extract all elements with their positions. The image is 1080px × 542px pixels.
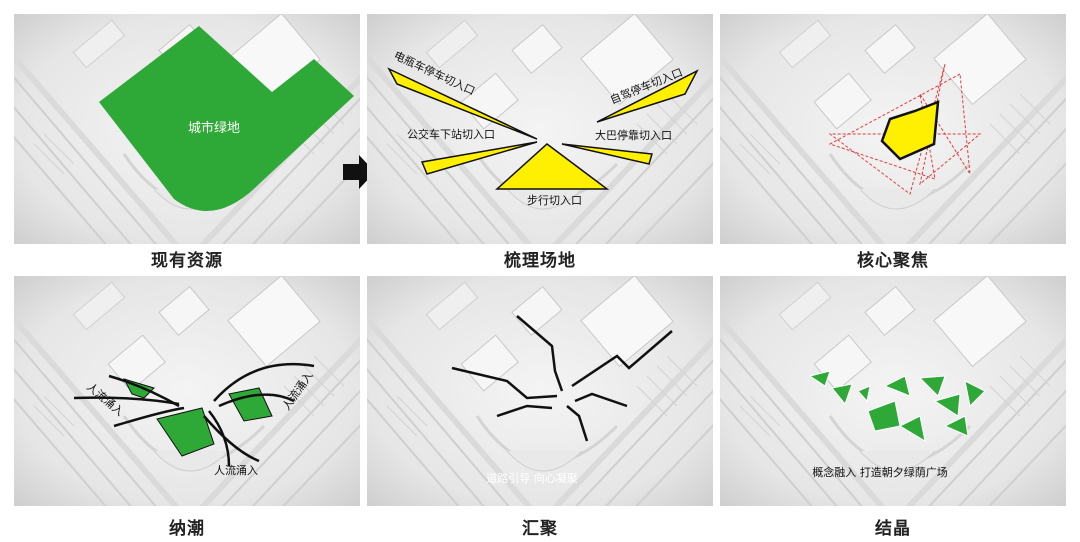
wedge-c — [420, 141, 538, 175]
green-label: 城市绿地 — [188, 120, 240, 136]
caption-5: 汇聚 — [522, 519, 558, 539]
panel-site-sorting: 电瓶车停车切入口 自驾停车切入口 公交车下站切入口 大巴停靠切入口 步行切入口 — [367, 14, 713, 244]
label-flow-3: 人流涌入 — [214, 463, 258, 477]
path-4 — [574, 392, 628, 408]
label-convergence: 道路引导 向心凝聚 — [486, 471, 578, 485]
green-patch-2 — [156, 407, 215, 457]
green-patch-3 — [228, 387, 273, 422]
caption-1: 现有资源 — [151, 251, 223, 271]
flow-curve-2 — [213, 362, 315, 402]
caption-2: 梳理场地 — [504, 251, 576, 271]
label-c: 公交车下站切入口 — [407, 127, 495, 141]
crystal-1 — [808, 370, 831, 387]
label-d: 大巴停靠切入口 — [595, 128, 672, 142]
crystal-5 — [933, 393, 961, 417]
path-3 — [571, 330, 673, 388]
wedge-b — [596, 69, 699, 123]
panel-crystallization: 概念融入 打造朝夕绿荫广场 — [720, 276, 1066, 506]
wedge-d — [561, 143, 653, 165]
wedge-a — [387, 67, 538, 140]
panel-tide-intake: 人流涌入 人流涌入 人流涌入 — [14, 276, 360, 506]
label-crystal: 概念融入 打造朝夕绿荫广场 — [812, 465, 948, 479]
path-6 — [496, 404, 553, 418]
path-1 — [451, 366, 558, 400]
panel-convergence: 道路引导 向心凝聚 — [367, 276, 713, 506]
crystal-6 — [964, 380, 986, 408]
urban-green-area — [99, 26, 354, 211]
wedge-e — [495, 143, 610, 190]
path-2 — [516, 315, 564, 392]
crystal-2 — [831, 383, 853, 406]
flow-curve-1 — [73, 396, 180, 406]
caption-4: 纳潮 — [169, 519, 205, 539]
path-5 — [566, 405, 589, 442]
core-polygon — [880, 100, 940, 161]
label-e: 步行切入口 — [527, 194, 582, 207]
panel-existing-resources: 城市绿地 — [14, 14, 360, 244]
crystal-4 — [898, 415, 926, 443]
caption-3: 核心聚焦 — [857, 251, 929, 271]
caption-6: 结晶 — [875, 519, 911, 539]
panel-core-focus — [720, 14, 1066, 244]
